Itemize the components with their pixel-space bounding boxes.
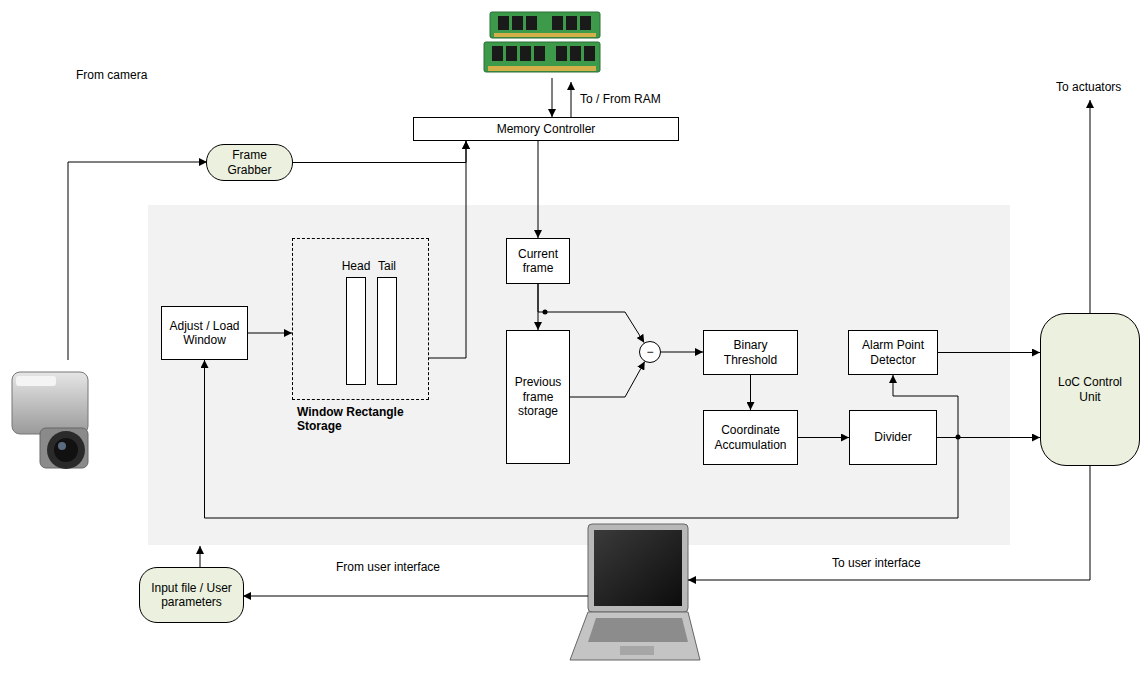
group-heading: Window Rectangle Storage: [297, 405, 425, 434]
wire-label: To actuators: [1056, 80, 1121, 94]
actuator-wire: [1090, 100, 1091, 313]
node-label: Memory Controller: [497, 122, 596, 136]
process-box: Binary Threshold: [703, 330, 798, 375]
signal-arrow: [538, 141, 539, 238]
controller-box: Memory Controller: [413, 117, 679, 141]
process-box: Alarm Point Detector: [848, 330, 938, 375]
buffer-box: Current frame: [506, 238, 570, 284]
signal-arrow: [293, 141, 466, 163]
buffer-box: Previous frame storage: [506, 330, 570, 464]
wire-label: To user interface: [832, 556, 921, 570]
node-label: LoC Control Unit: [1050, 375, 1130, 404]
node-label: Alarm Point Detector: [853, 338, 933, 367]
node-label: Frame Grabber: [211, 148, 288, 177]
signal-arrow: [429, 141, 466, 358]
ram-in-wire: [552, 78, 553, 117]
buffer-bar: Tail: [377, 277, 397, 385]
ui-in-wire: [243, 596, 588, 597]
ram-out-wire: [571, 82, 572, 117]
wire-label: To / From RAM: [580, 92, 661, 106]
signal-arrow: [938, 352, 1040, 353]
node-label: Adjust / Load Window: [166, 319, 243, 348]
node-label: −: [646, 345, 653, 359]
circle-outline: [640, 342, 661, 363]
node-label: Divider: [874, 430, 911, 444]
bar-label: Head: [342, 259, 371, 273]
signal-arrow: [661, 352, 703, 353]
bar-label: Tail: [378, 259, 396, 273]
signal-arrow: [570, 362, 645, 397]
process-box: Adjust / Load Window: [161, 306, 248, 360]
signal-arrow: [798, 437, 849, 438]
control-unit: LoC Control Unit: [1040, 313, 1140, 466]
node-label: Input file / User parameters: [144, 581, 239, 610]
params-wire: [200, 546, 201, 567]
camera-illustration: [12, 372, 88, 469]
subtract-circle: −: [639, 341, 661, 363]
process-box: Frame Grabber: [206, 144, 293, 181]
wire-label: From user interface: [336, 560, 440, 574]
process-box: Divider: [849, 410, 937, 465]
storage-group: Window Rectangle StorageHeadTail: [292, 238, 429, 400]
node-label: Binary Threshold: [708, 338, 793, 367]
laptop-illustration: [570, 524, 700, 660]
signal-arrow: [248, 333, 292, 334]
signal-arrow: [750, 375, 751, 410]
buffer-bar: Head: [346, 277, 366, 385]
wire-label: From camera: [76, 68, 147, 82]
input-box: Input file / User parameters: [139, 567, 244, 623]
ram-modules: [484, 12, 600, 72]
node-label: Coordinate Accumulation: [708, 423, 793, 452]
node-label: Current frame: [511, 247, 565, 276]
process-box: Coordinate Accumulation: [703, 410, 798, 465]
processing-panel: [148, 205, 1010, 545]
node-label: Previous frame storage: [511, 375, 565, 418]
ui-out-wire: [688, 466, 1090, 580]
signal-arrow: [205, 360, 959, 518]
